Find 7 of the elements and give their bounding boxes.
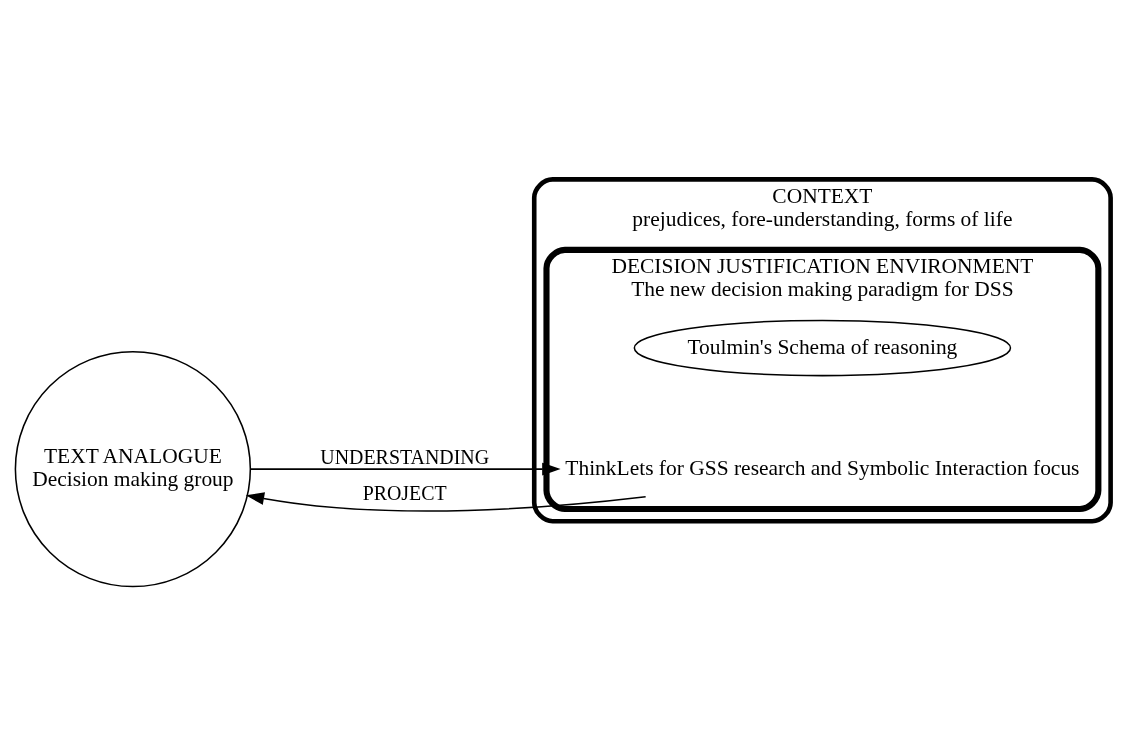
edge-label: PROJECT bbox=[362, 481, 447, 504]
node-ellipse: Toulmin's Schema of reasoning bbox=[633, 319, 1012, 376]
arrow bbox=[250, 462, 561, 476]
node-text: ThinkLets for GSS research and Symbolic Interaction focus bbox=[565, 455, 1080, 480]
node-circle: TEXT ANALOGUE Decision making group bbox=[14, 350, 252, 587]
edge-label: UNDERSTANDING bbox=[320, 445, 490, 468]
arrow bbox=[245, 491, 647, 512]
